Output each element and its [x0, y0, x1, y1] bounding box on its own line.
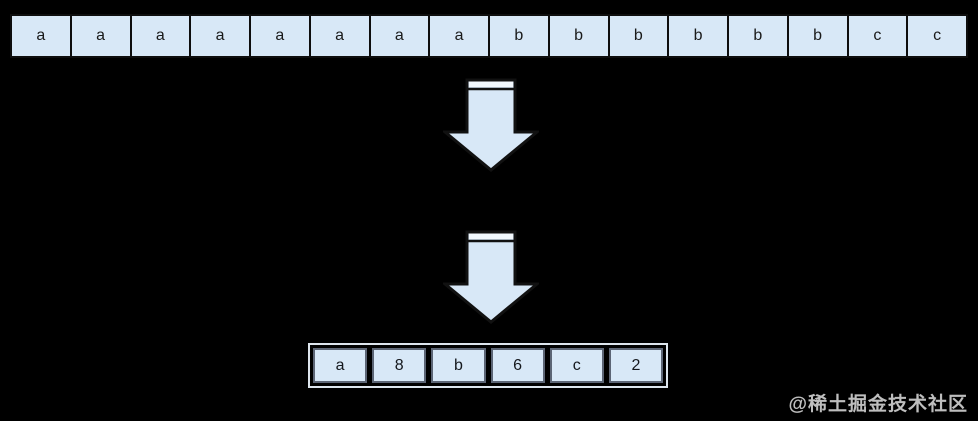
sequence-cell: c: [906, 14, 968, 58]
sequence-cell: a: [129, 14, 192, 58]
sequence-cell: b: [488, 14, 550, 58]
sequence-cell: a: [428, 14, 490, 58]
sequence-cell: a: [308, 14, 371, 58]
result-cell: 6: [490, 348, 545, 383]
down-arrow-icon: [443, 230, 539, 324]
sequence-cell: b: [667, 14, 729, 58]
sequence-cell: a: [69, 14, 132, 58]
watermark-text: @稀土掘金技术社区: [788, 394, 968, 415]
sequence-cell: b: [607, 14, 670, 58]
down-arrow-icon: [443, 78, 539, 172]
result-cell: c: [549, 348, 604, 383]
result-cell: b: [431, 348, 486, 383]
sequence-cell: a: [10, 14, 72, 58]
result-cell: 8: [372, 348, 427, 383]
result-cell: 2: [608, 348, 664, 383]
result-cell: a: [313, 348, 368, 383]
sequence-cell: c: [846, 14, 909, 58]
sequence-cell: b: [727, 14, 789, 58]
sequence-cell: b: [786, 14, 849, 58]
sequence-cell: a: [368, 14, 431, 58]
sequence-cell: b: [547, 14, 610, 58]
sequence-cell: a: [189, 14, 251, 58]
sequence-cell: a: [249, 14, 311, 58]
